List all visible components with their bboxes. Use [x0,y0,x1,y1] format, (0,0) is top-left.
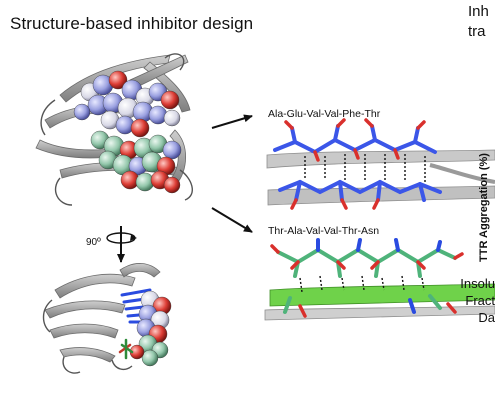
arrow-icon [211,114,253,129]
protein-loops-bottom [42,299,133,374]
peptide-panel-bottom [264,238,495,321]
protein-loops-top [40,53,193,206]
side-text-fragment: Insolu Fract Da [460,276,495,325]
rotation-label: 90º [86,237,101,248]
peptide-label-top: Ala-Glu-Val-Val-Phe-Thr [268,108,381,120]
figure-title: Structure-based inhibitor design [10,14,254,33]
inhibitor-spheres-green-top [90,130,182,194]
protein-ribbon-bottom [44,263,161,363]
peptide-label-bottom: Thr-Ala-Val-Val-Thr-Asn [268,225,380,237]
cut-off-heading: Inh tra [468,3,489,40]
small-ligand-bottom [118,338,134,360]
peptide-panel-top [266,118,495,210]
inhibitor-spheres-blue-top [73,70,181,138]
arrow-icon [211,207,253,233]
axis-label-fragment: TTR Aggregation (%) [478,153,490,262]
rotation-arrow-icon [106,226,137,263]
inhibitor-spheres-bottom [129,290,172,367]
